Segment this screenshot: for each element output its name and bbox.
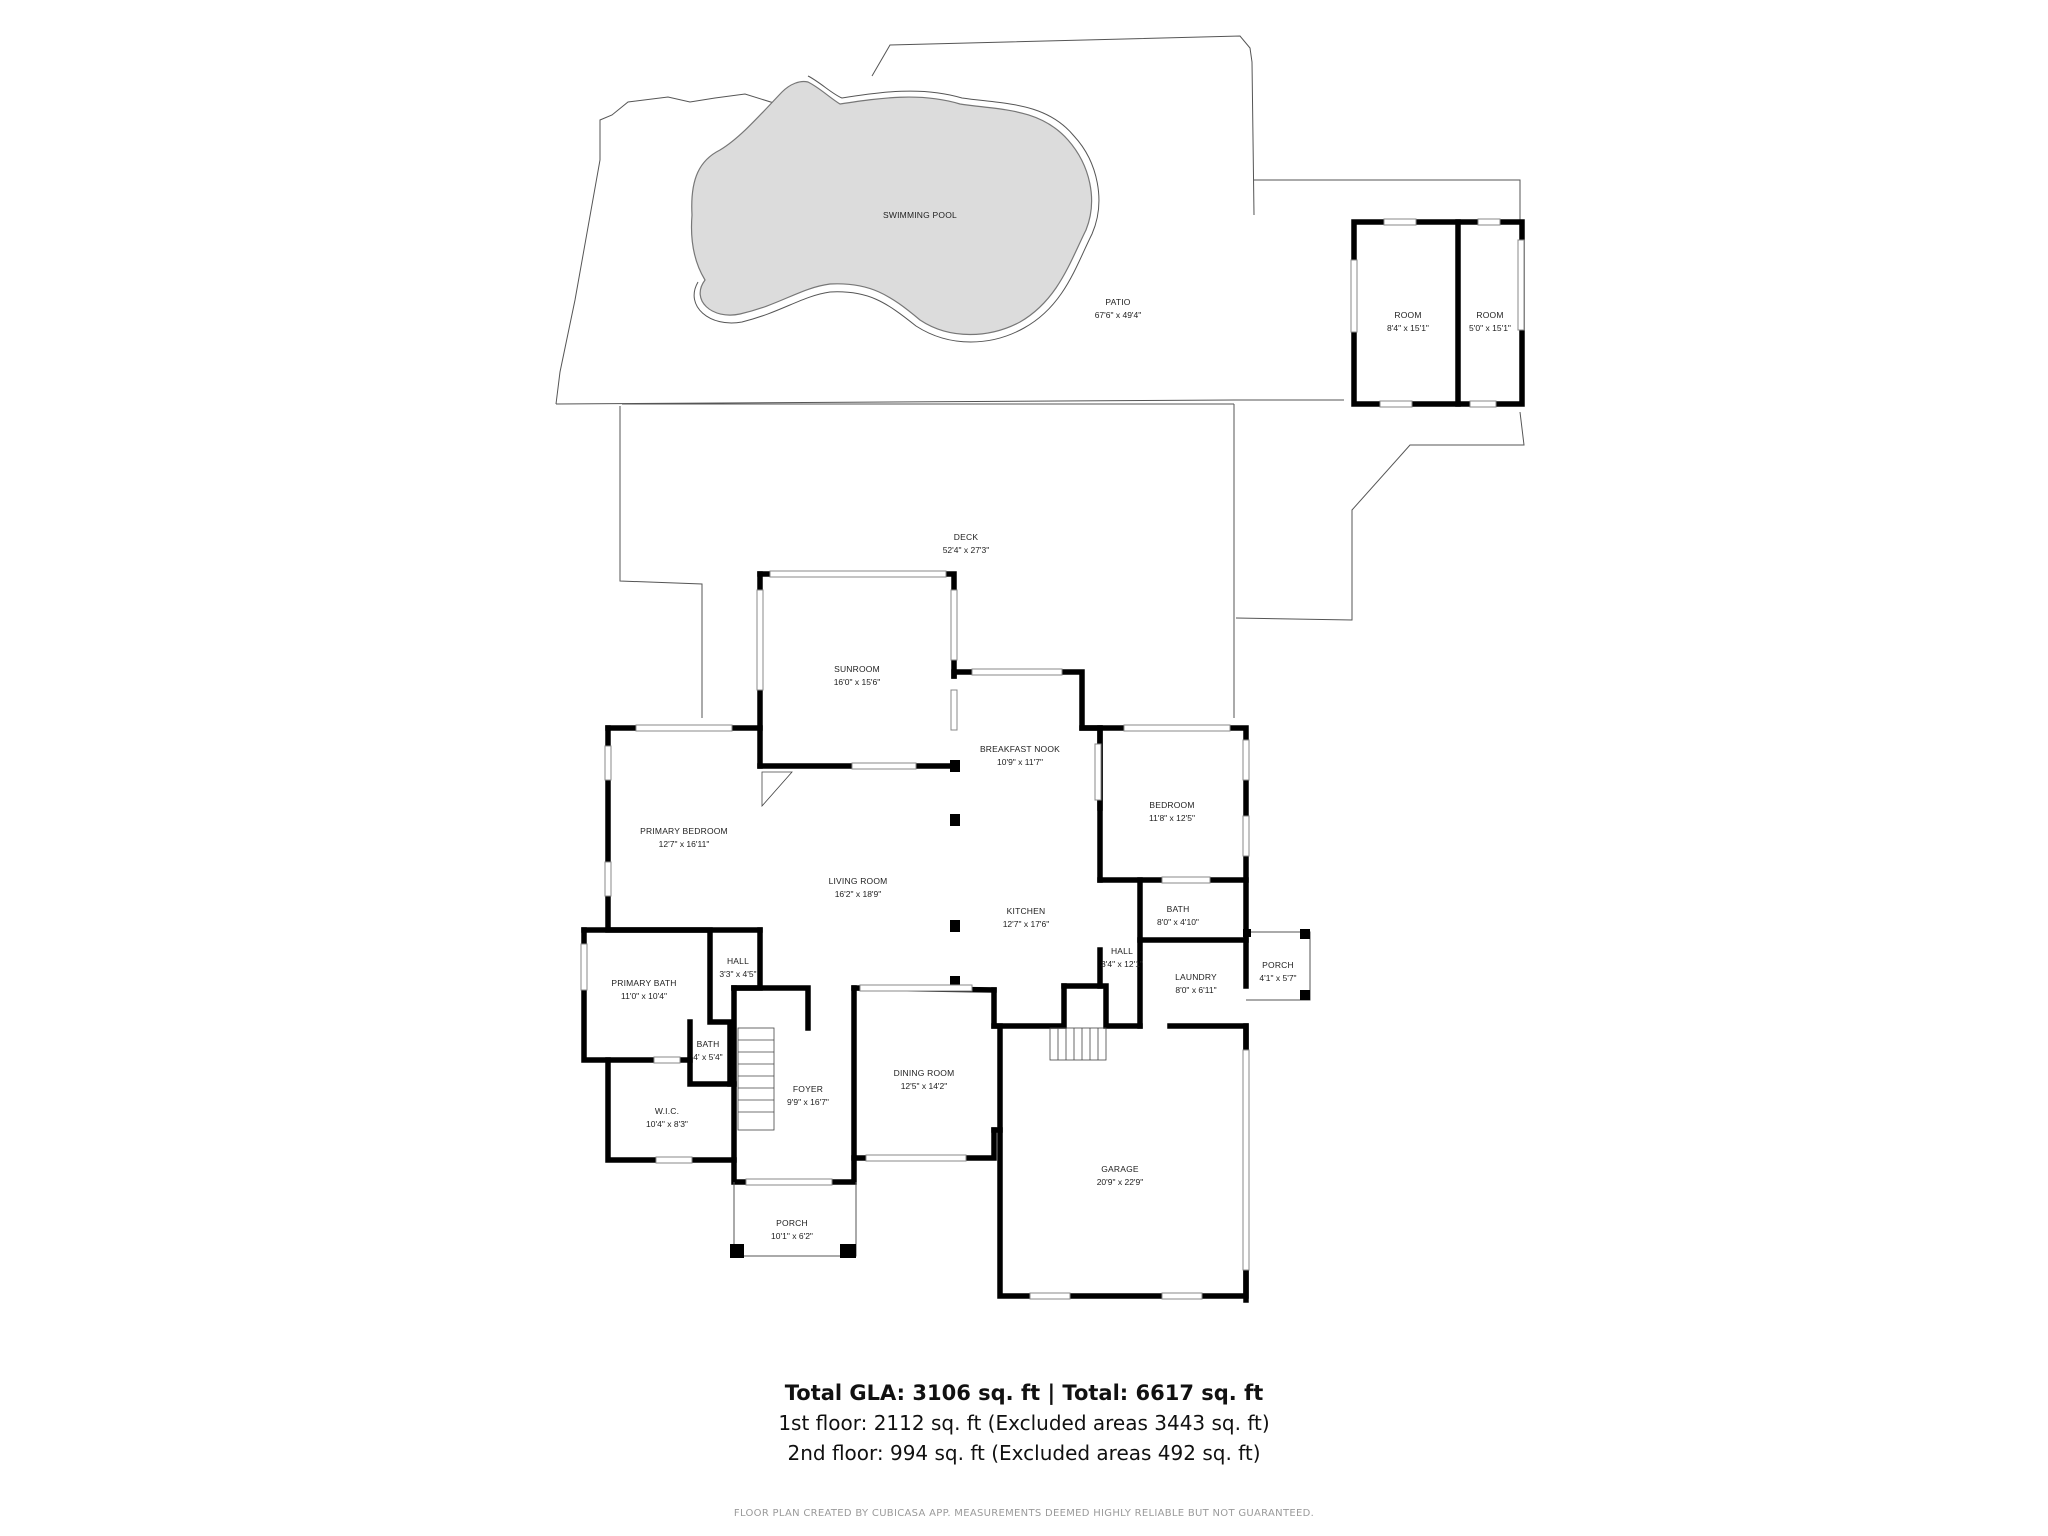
label-bath-right: BATH: [1167, 904, 1190, 914]
dim-breakfast-nook: 10'9" x 11'7": [997, 757, 1043, 767]
pool-edge: [693, 75, 1100, 343]
stairs: [737, 771, 1107, 1131]
label-primary-bedroom: PRIMARY BEDROOM: [640, 826, 728, 836]
dim-patio: 67'6" x 49'4": [1095, 310, 1142, 320]
credit-note: FLOOR PLAN CREATED BY CUBICASA APP. MEAS…: [733, 1508, 1315, 1519]
swimming-pool: [690, 80, 1093, 335]
label-porch-front: PORCH: [776, 1218, 808, 1228]
label-patio: PATIO: [1105, 297, 1130, 307]
area-summary: Total GLA: 3106 sq. ft | Total: 6617 sq.…: [0, 1378, 2048, 1468]
dim-hall-right: 3'4" x 12'1": [1101, 959, 1143, 969]
dim-room-b: 5'0" x 15'1": [1469, 323, 1511, 333]
label-dining-room: DINING ROOM: [894, 1068, 955, 1078]
dim-living-room: 16'2" x 18'9": [835, 889, 882, 899]
house-walls: [581, 571, 1311, 1303]
second-floor-area: 2nd floor: 994 sq. ft (Excluded areas 49…: [787, 1441, 1261, 1465]
dim-room-a: 8'4" x 15'1": [1387, 323, 1429, 333]
label-kitchen: KITCHEN: [1007, 906, 1046, 916]
dim-kitchen: 12'7" x 17'6": [1003, 919, 1050, 929]
dim-wic: 10'4" x 8'3": [646, 1119, 688, 1129]
label-porch-side: PORCH: [1262, 960, 1294, 970]
patio-outline: [555, 35, 1525, 621]
dim-porch-side: 4'1" x 5'7": [1259, 973, 1296, 983]
room-labels: SWIMMING POOL PATIO 67'6" x 49'4" ROOM 8…: [611, 210, 1511, 1241]
dim-deck: 52'4" x 27'3": [943, 545, 990, 555]
label-room-a: ROOM: [1394, 310, 1421, 320]
dim-bath-small: 4' x 5'4": [693, 1052, 722, 1062]
total-area: Total GLA: 3106 sq. ft | Total: 6617 sq.…: [784, 1381, 1264, 1405]
label-bath-small: BATH: [697, 1039, 720, 1049]
dim-primary-bath: 11'0" x 10'4": [621, 991, 667, 1001]
dim-bedroom: 11'8" x 12'5": [1149, 813, 1195, 823]
dim-garage: 20'9" x 22'9": [1097, 1177, 1144, 1187]
dim-dining-room: 12'5" x 14'2": [901, 1081, 948, 1091]
dim-bath-right: 8'0" x 4'10": [1157, 917, 1199, 927]
label-hall-right: HALL: [1111, 946, 1133, 956]
label-garage: GARAGE: [1101, 1164, 1139, 1174]
outbuilding: [1350, 218, 1525, 408]
label-breakfast-nook: BREAKFAST NOOK: [980, 744, 1060, 754]
label-swimming-pool: SWIMMING POOL: [883, 210, 957, 220]
label-room-b: ROOM: [1476, 310, 1503, 320]
dim-sunroom: 16'0" x 15'6": [834, 677, 881, 687]
windows: [580, 570, 1250, 1300]
label-laundry: LAUNDRY: [1175, 972, 1217, 982]
label-sunroom: SUNROOM: [834, 664, 880, 674]
label-bedroom: BEDROOM: [1149, 800, 1194, 810]
label-hall-left: HALL: [727, 956, 749, 966]
dim-hall-left: 3'3" x 4'5": [719, 969, 756, 979]
dim-porch-front: 10'1" x 6'2": [771, 1231, 813, 1241]
first-floor-area: 1st floor: 2112 sq. ft (Excluded areas 3…: [778, 1411, 1270, 1435]
label-deck: DECK: [954, 532, 979, 542]
label-primary-bath: PRIMARY BATH: [611, 978, 676, 988]
dim-laundry: 8'0" x 6'11": [1175, 985, 1216, 995]
label-living-room: LIVING ROOM: [829, 876, 888, 886]
dim-primary-bedroom: 12'7" x 16'11": [659, 839, 710, 849]
label-foyer: FOYER: [793, 1084, 823, 1094]
dim-foyer: 9'9" x 16'7": [787, 1097, 829, 1107]
deck-outline: [619, 403, 1235, 718]
label-wic: W.I.C.: [655, 1106, 679, 1116]
